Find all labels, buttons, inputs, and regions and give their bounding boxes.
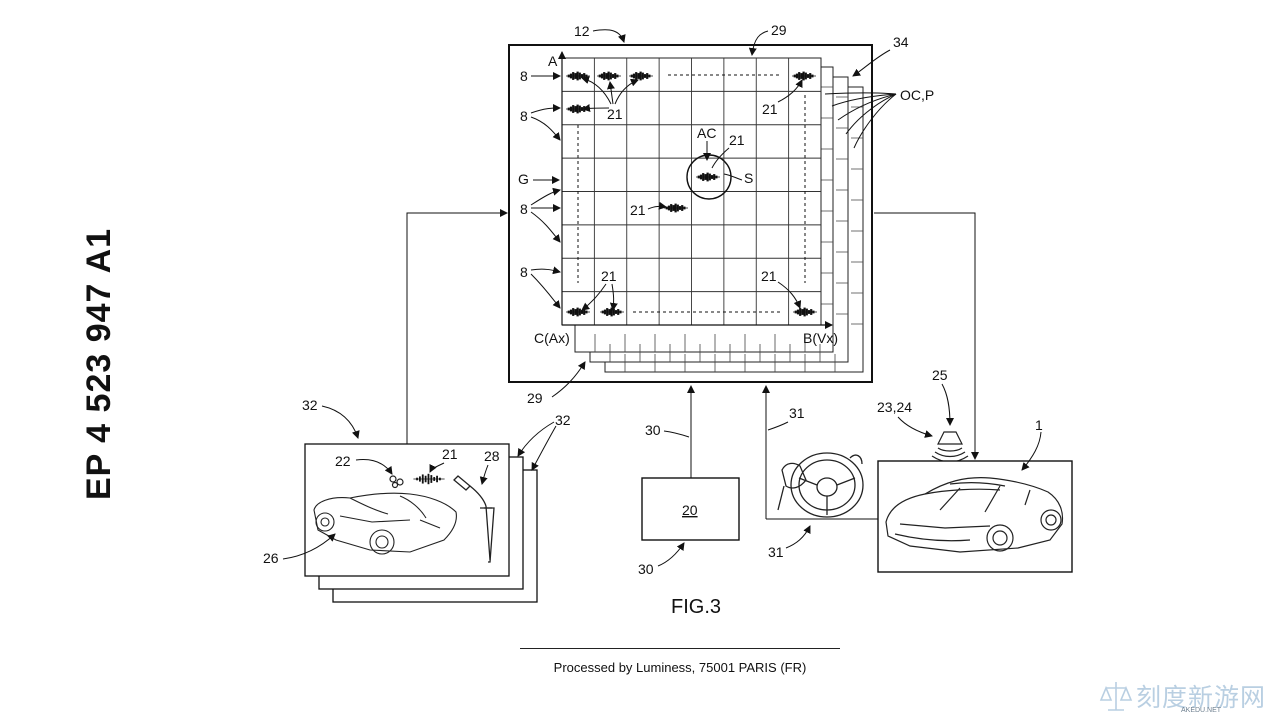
- ref-26: 26: [263, 550, 279, 566]
- ref-21-c: 21: [729, 132, 745, 148]
- matrix-grid-lines: [562, 58, 821, 325]
- vehicle-box-1: [877, 460, 1073, 573]
- leader-29-top: [748, 30, 769, 56]
- gear-icon: [389, 475, 404, 489]
- ref-30-bottom: 30: [638, 561, 654, 577]
- ref-8-c: 8: [520, 201, 528, 217]
- ref-b-vx: B(Vx): [803, 330, 838, 346]
- ref-29-top: 29: [771, 22, 787, 38]
- connectors: [406, 209, 979, 520]
- ref-c-ax: C(Ax): [534, 330, 570, 346]
- steering-wheel-31: [777, 452, 864, 518]
- ref-8-a: 8: [520, 68, 528, 84]
- ref-31-top: 31: [789, 405, 805, 421]
- ref-34: 34: [893, 34, 909, 50]
- main-matrix-frame: [508, 44, 873, 383]
- sound-wave-icon: [413, 473, 445, 485]
- leader-oc-p: [824, 92, 897, 149]
- sound-wave-glyph: [696, 172, 720, 182]
- sound-wave-glyph: [597, 71, 621, 81]
- microphone-icon: [453, 475, 495, 563]
- sound-wave-glyph: [566, 71, 590, 81]
- ref-8-b: 8: [520, 108, 528, 124]
- ref-a: A: [548, 53, 558, 69]
- ref-28: 28: [484, 448, 500, 464]
- ref-s: S: [744, 170, 753, 186]
- ref-8-d: 8: [520, 264, 528, 280]
- sound-wave-glyph: [629, 71, 653, 81]
- ref-23-24: 23,24: [877, 399, 912, 415]
- ref-g: G: [518, 171, 529, 187]
- patent-number-text: EP 4 523 947 A1: [80, 227, 118, 500]
- controller-box-20: [641, 477, 740, 541]
- ref-32-left: 32: [302, 397, 318, 413]
- ref-21-a: 21: [607, 106, 623, 122]
- ref-30-top: 30: [645, 422, 661, 438]
- ref-32-right: 32: [555, 412, 571, 428]
- ref-1: 1: [1035, 417, 1043, 433]
- watermark-text: 刻度新游网: [1136, 683, 1267, 712]
- watermark: 刻度新游网 AKEDU.NET: [1098, 676, 1268, 716]
- leader-12: [592, 29, 626, 43]
- ref-21-card: 21: [442, 446, 458, 462]
- scale-icon: [1099, 682, 1133, 711]
- footer-text: Processed by Luminess, 75001 PARIS (FR): [553, 660, 807, 675]
- sound-wave-glyph: [793, 307, 817, 317]
- car-icon-left: [313, 492, 457, 555]
- footer-divider: [520, 648, 840, 649]
- ref-ac: AC: [697, 125, 716, 141]
- ref-12: 12: [574, 23, 590, 39]
- ref-oc-p: OC,P: [900, 87, 934, 103]
- layer-stack-cells: [594, 86, 863, 372]
- car-icon-right: [885, 477, 1064, 553]
- ref-20: 20: [682, 502, 698, 518]
- ref-25: 25: [932, 367, 948, 383]
- ref-21-f: 21: [761, 268, 777, 284]
- ref-21-b: 21: [762, 101, 778, 117]
- ref-21-e: 21: [601, 268, 617, 284]
- ref-21-d: 21: [630, 202, 646, 218]
- card-sound-wave: [413, 473, 445, 485]
- leader-s: [723, 173, 743, 181]
- ref-22: 22: [335, 453, 351, 469]
- sensor-25: [931, 431, 969, 463]
- sound-wave-glyph: [566, 307, 590, 317]
- ref-31-bottom: 31: [768, 544, 784, 560]
- leader-34: [852, 49, 891, 77]
- ref-29-bottom: 29: [527, 390, 543, 406]
- matrix-dashed-guides: [577, 74, 806, 313]
- sound-wave-glyph: [792, 71, 816, 81]
- figure-label: FIG.3: [671, 596, 721, 618]
- watermark-subtext: AKEDU.NET: [1181, 707, 1222, 714]
- leader-29-bottom: [551, 361, 586, 398]
